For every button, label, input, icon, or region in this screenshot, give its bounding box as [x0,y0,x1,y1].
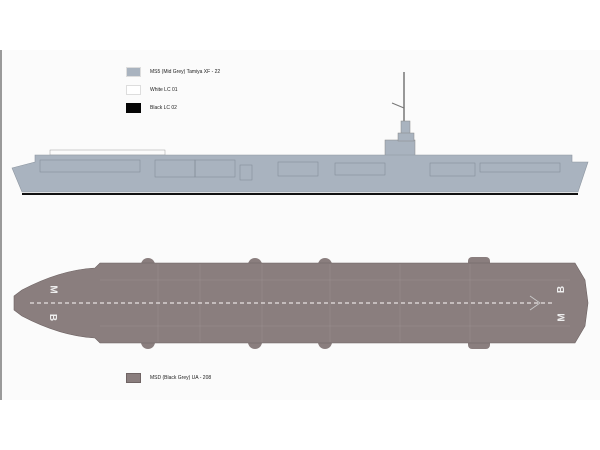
legend-label: MSD (Black Grey) UA - 208 [150,375,212,381]
bow-letter-m: M [47,285,59,294]
hull [11,154,589,193]
stern-letter-m: M [556,313,568,322]
stern-letter-b: B [556,285,568,294]
legend-item-black: Black LC 02 [126,103,177,113]
legend-label: Black LC 02 [150,105,177,111]
legend-label: MS5 (Mid Grey) Tamiya XF - 22 [150,69,221,75]
swatch-white [126,85,141,95]
swatch-black-grey [126,373,141,383]
bow-letter-b: B [47,313,59,322]
arrow-marking [529,295,541,311]
legend-item-white: White LC 01 [126,85,178,95]
swatch-black [126,103,141,113]
yardarm [391,102,405,109]
bridge [397,132,415,142]
side-profile [11,72,589,195]
flight-deck [13,262,589,344]
deck-planking [100,264,570,342]
flight-deck-plan [13,257,589,349]
gallery-details [39,159,561,181]
legend-item-mid-grey: MS5 (Mid Grey) Tamiya XF - 22 [126,67,220,77]
swatch-mid-grey [126,67,141,77]
aircraft-parked [49,149,166,156]
legend-label: White LC 01 [150,87,178,93]
legend-item-black-grey: MSD (Black Grey) UA - 208 [126,373,211,383]
